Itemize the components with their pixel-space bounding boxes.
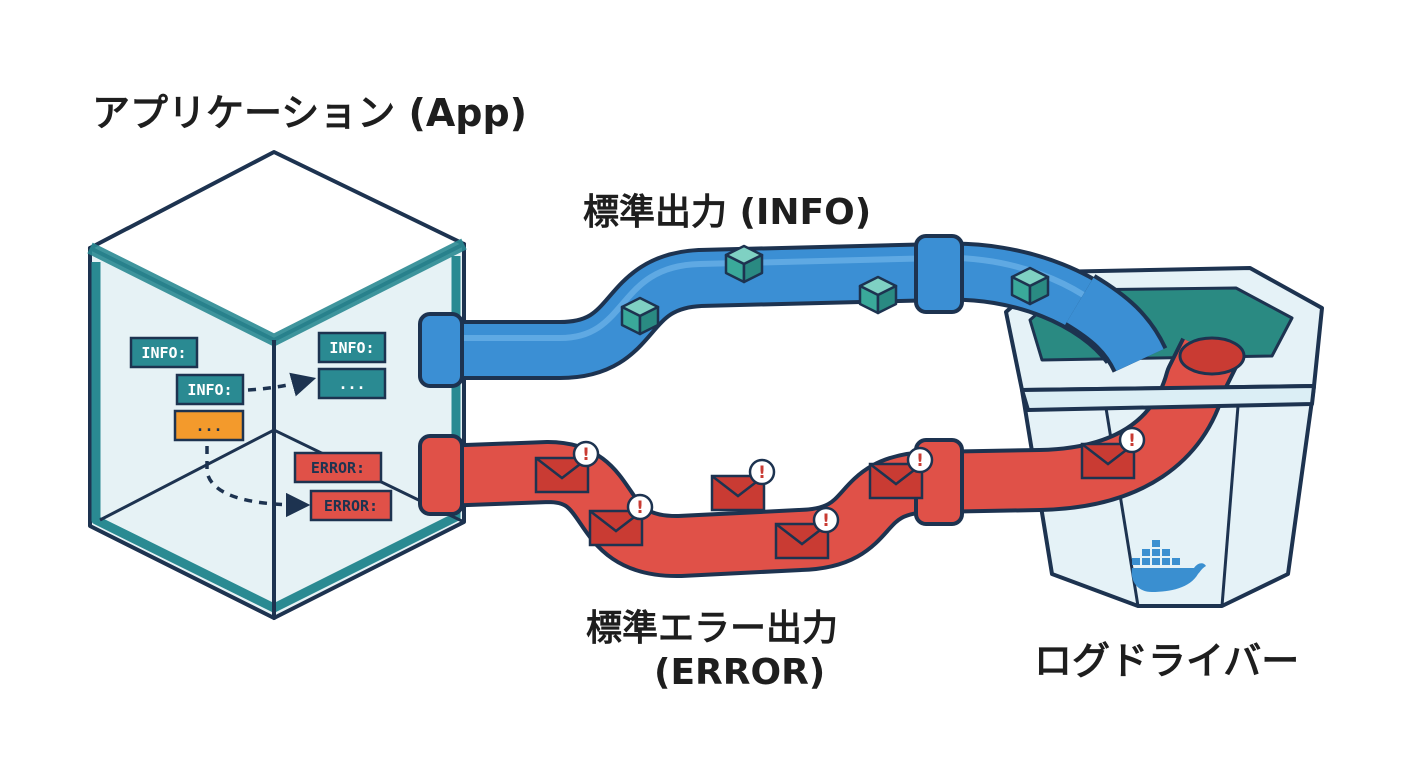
info-packet-icon [1010,266,1050,306]
stdout-pipe-end [1064,274,1168,374]
app-box [87,150,467,620]
info-packet-icon [620,296,660,336]
app-right-tag-info-1: INFO: [317,331,387,364]
app-right-tag-info-2: ... [317,367,387,400]
stderr-label-line1: 標準エラー出力 [586,608,838,649]
tag-label: ... [195,417,222,435]
tag-label: ... [338,375,365,393]
info-flow-arrow [247,372,317,397]
app-label: アプリケーション (App) [92,91,527,135]
error-packet-icon [710,458,776,512]
docker-whale-icon [1131,540,1206,592]
info-packet-icon [858,275,898,315]
tag-label: INFO: [329,339,374,357]
tag-label: ERROR: [311,459,365,477]
app-left-tag-info-2: INFO: [175,373,245,406]
stderr-label-line2: (ERROR) [654,652,825,693]
tag-label: INFO: [141,344,186,362]
tag-label: INFO: [187,381,232,399]
app-right-tag-error-1: ERROR: [293,451,383,484]
info-packet-icon [724,244,764,284]
error-flow-arrow [205,446,311,518]
stdout-label: 標準出力 (INFO) [583,192,871,233]
app-left-tag-pending: ... [173,409,245,442]
app-right-tag-error-2: ERROR: [309,489,393,522]
log-driver-bucket-rim [1020,384,1316,412]
tag-label: ERROR: [324,497,378,515]
log-driver-label: ログドライバー [1034,639,1299,683]
app-left-tag-info-1: INFO: [129,336,199,369]
